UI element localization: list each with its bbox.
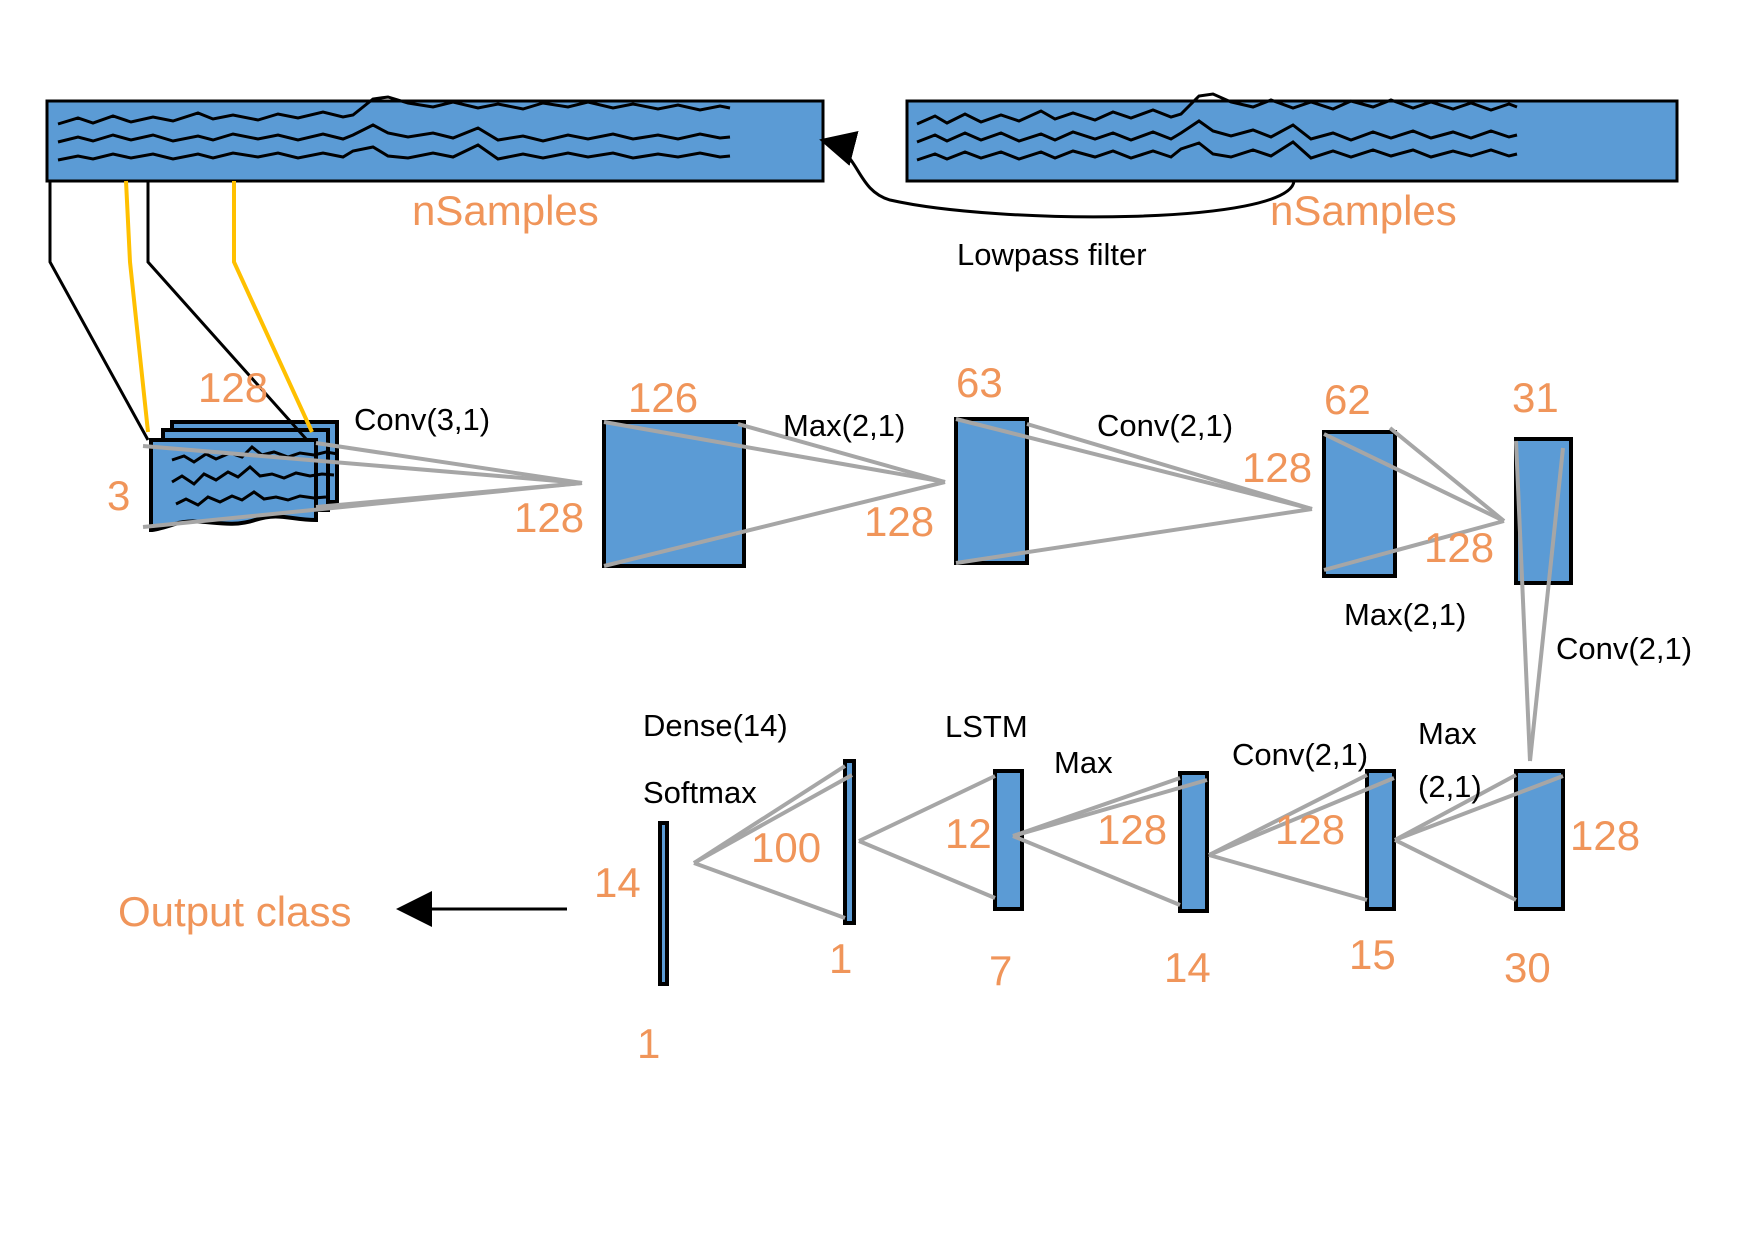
- max4-label: Max: [1054, 745, 1113, 780]
- conv3-op-label: Conv(2,1): [1556, 631, 1692, 666]
- pool3-width-label: 15: [1349, 931, 1396, 978]
- output-class-label: Output class: [118, 888, 351, 935]
- dense-depth-label: 14: [594, 859, 641, 906]
- filtered-signal-strip: [45, 95, 825, 183]
- raw-nsamples-label: nSamples: [1270, 187, 1457, 234]
- conv4-op-label: Conv(2,1): [1232, 737, 1368, 772]
- lowpass-filter-label: Lowpass filter: [957, 237, 1147, 272]
- conv3-block: [1514, 769, 1565, 911]
- raw-signal-strip: [905, 92, 1679, 183]
- pool1-block: [954, 417, 1029, 565]
- input-height-label: 128: [198, 364, 268, 411]
- conv4-depth-label: 128: [1097, 806, 1167, 853]
- input-block: [149, 420, 339, 533]
- conv3-width-label: 30: [1504, 944, 1551, 991]
- max2-label: Max(2,1): [1344, 597, 1466, 632]
- conv1-block: [602, 420, 746, 568]
- window-highlight-line-2: [232, 181, 314, 433]
- raw-signal-wave-3: [916, 140, 1518, 162]
- conv3-depth-label: 128: [1570, 812, 1640, 859]
- pool4-depth-label: 12: [945, 810, 992, 857]
- max3-label-line2: (2,1): [1418, 769, 1482, 804]
- lstm-width-label: 1: [829, 935, 852, 982]
- lstm-op-label: LSTM: [945, 709, 1028, 744]
- window-line-2: [146, 181, 309, 441]
- pool3-block: [1365, 769, 1396, 911]
- lowpass-filter-arrow: [819, 131, 1296, 219]
- input-wave-3: [175, 490, 327, 507]
- pool3-depth-label: 128: [1275, 806, 1345, 853]
- pool2-width-label: 31: [1512, 374, 1559, 421]
- lstm-block: [843, 759, 856, 925]
- conv4-width-label: 14: [1164, 944, 1211, 991]
- signal-wave-1: [57, 95, 731, 126]
- input-wave-1: [171, 444, 339, 464]
- dense-op-label: Dense(14): [643, 708, 788, 743]
- conv1-depth-label: 128: [514, 494, 584, 541]
- conv3-1-label: Conv(3,1): [354, 402, 490, 437]
- conv4-block: [1178, 771, 1209, 913]
- pool1-width-label: 63: [956, 359, 1003, 406]
- connectors: [142, 417, 1565, 920]
- raw-signal-wave-2: [916, 119, 1518, 144]
- pool4-width-label: 7: [989, 947, 1012, 994]
- input-channels-label: 3: [107, 472, 130, 519]
- max3-label-line1: Max: [1418, 716, 1477, 751]
- dense-width-label: 1: [637, 1020, 660, 1067]
- window-highlight-line-1: [124, 180, 150, 433]
- conv2-depth-label: 128: [1242, 444, 1312, 491]
- lstm-depth-label: 100: [751, 824, 821, 871]
- softmax-op-label: Softmax: [643, 775, 757, 810]
- signal-wave-2: [57, 123, 731, 144]
- input-wave-2: [171, 465, 335, 486]
- max1-label: Max(2,1): [783, 408, 905, 443]
- conv1-width-label: 126: [628, 374, 698, 421]
- conv2-op-label: Conv(2,1): [1097, 408, 1233, 443]
- filtered-nsamples-label: nSamples: [412, 187, 599, 234]
- pool1-depth-label: 128: [864, 498, 934, 545]
- signal-wave-3: [57, 143, 731, 162]
- raw-signal-wave-1: [916, 92, 1518, 126]
- window-line-1: [48, 181, 150, 441]
- pool2-depth-label: 128: [1424, 524, 1494, 571]
- conv2-width-label: 62: [1324, 376, 1371, 423]
- dense-block: [658, 821, 669, 986]
